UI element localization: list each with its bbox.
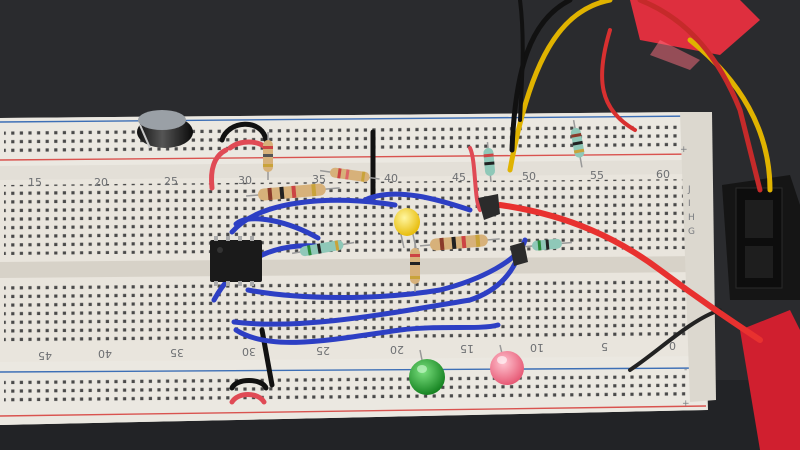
ic-chip bbox=[210, 236, 262, 286]
red-wire bbox=[600, 28, 637, 132]
resistor bbox=[319, 167, 380, 182]
col-num: 40 bbox=[384, 172, 398, 185]
black-jumper bbox=[219, 121, 269, 143]
resistor bbox=[410, 240, 420, 292]
col-num: 35 bbox=[312, 173, 326, 186]
bottom-column-numbers: 45 40 35 30 25 20 15 10 5 0 bbox=[38, 339, 676, 362]
top-column-numbers: 15 20 25 30 35 40 45 50 55 60 bbox=[28, 168, 670, 189]
resistor bbox=[523, 238, 572, 251]
blue-wire bbox=[233, 216, 321, 241]
electrolytic-capacitor bbox=[137, 110, 193, 149]
breadboard bbox=[0, 112, 716, 425]
resistor bbox=[263, 132, 273, 180]
resistor bbox=[291, 240, 355, 257]
col-num: 0 bbox=[669, 339, 676, 352]
blue-wire bbox=[231, 247, 523, 327]
row-letter: G bbox=[688, 227, 695, 237]
row-letter: I bbox=[688, 199, 691, 209]
resistors bbox=[245, 119, 585, 292]
blue-wire bbox=[362, 191, 473, 213]
col-num: 30 bbox=[238, 174, 252, 187]
yellow-wire bbox=[507, 0, 613, 173]
transistor bbox=[478, 194, 500, 220]
col-num: 15 bbox=[28, 176, 42, 189]
rail-sign: + bbox=[680, 145, 688, 155]
col-num: 10 bbox=[530, 341, 544, 354]
transistor bbox=[510, 242, 528, 266]
row-letters: J I H G bbox=[687, 185, 695, 237]
resistor bbox=[245, 183, 340, 201]
yellow-wire bbox=[687, 37, 773, 193]
col-num: 35 bbox=[170, 346, 184, 359]
col-num: 40 bbox=[98, 347, 112, 360]
col-num: 25 bbox=[316, 344, 330, 357]
col-num: 25 bbox=[164, 175, 178, 188]
col-num: 15 bbox=[460, 342, 474, 355]
col-num: 45 bbox=[452, 171, 466, 184]
col-num: 5 bbox=[601, 340, 608, 353]
black-wire bbox=[509, 0, 573, 153]
resistor bbox=[419, 234, 500, 251]
rail-sign: - bbox=[684, 365, 687, 375]
black-wire bbox=[518, 0, 525, 122]
blue-wire bbox=[233, 322, 501, 345]
rail-signs: + + - bbox=[680, 145, 690, 409]
col-num: 30 bbox=[242, 345, 256, 358]
red-wire bbox=[637, 0, 763, 193]
col-num: 55 bbox=[590, 169, 604, 182]
red-jumper bbox=[468, 146, 482, 212]
col-num: 50 bbox=[522, 170, 536, 183]
red-jumper bbox=[209, 147, 229, 191]
yellow-led bbox=[394, 208, 420, 249]
wires bbox=[209, 0, 773, 405]
red-wire bbox=[497, 202, 763, 343]
col-num: 60 bbox=[656, 168, 670, 181]
black-wire bbox=[628, 308, 722, 372]
pink-led bbox=[490, 344, 524, 385]
rail-sign: + bbox=[682, 399, 690, 409]
col-num: 20 bbox=[390, 343, 404, 356]
row-letter: H bbox=[688, 213, 695, 223]
row-letter: J bbox=[687, 185, 691, 195]
col-num: 20 bbox=[94, 176, 108, 189]
transistors bbox=[478, 194, 528, 266]
col-num: 45 bbox=[38, 349, 52, 362]
green-led bbox=[409, 349, 445, 395]
blue-wire bbox=[245, 237, 528, 300]
resistor bbox=[570, 119, 585, 168]
red-jumper bbox=[229, 392, 267, 405]
resistor bbox=[483, 141, 496, 182]
leds bbox=[394, 208, 524, 395]
black-jumper bbox=[229, 378, 269, 391]
